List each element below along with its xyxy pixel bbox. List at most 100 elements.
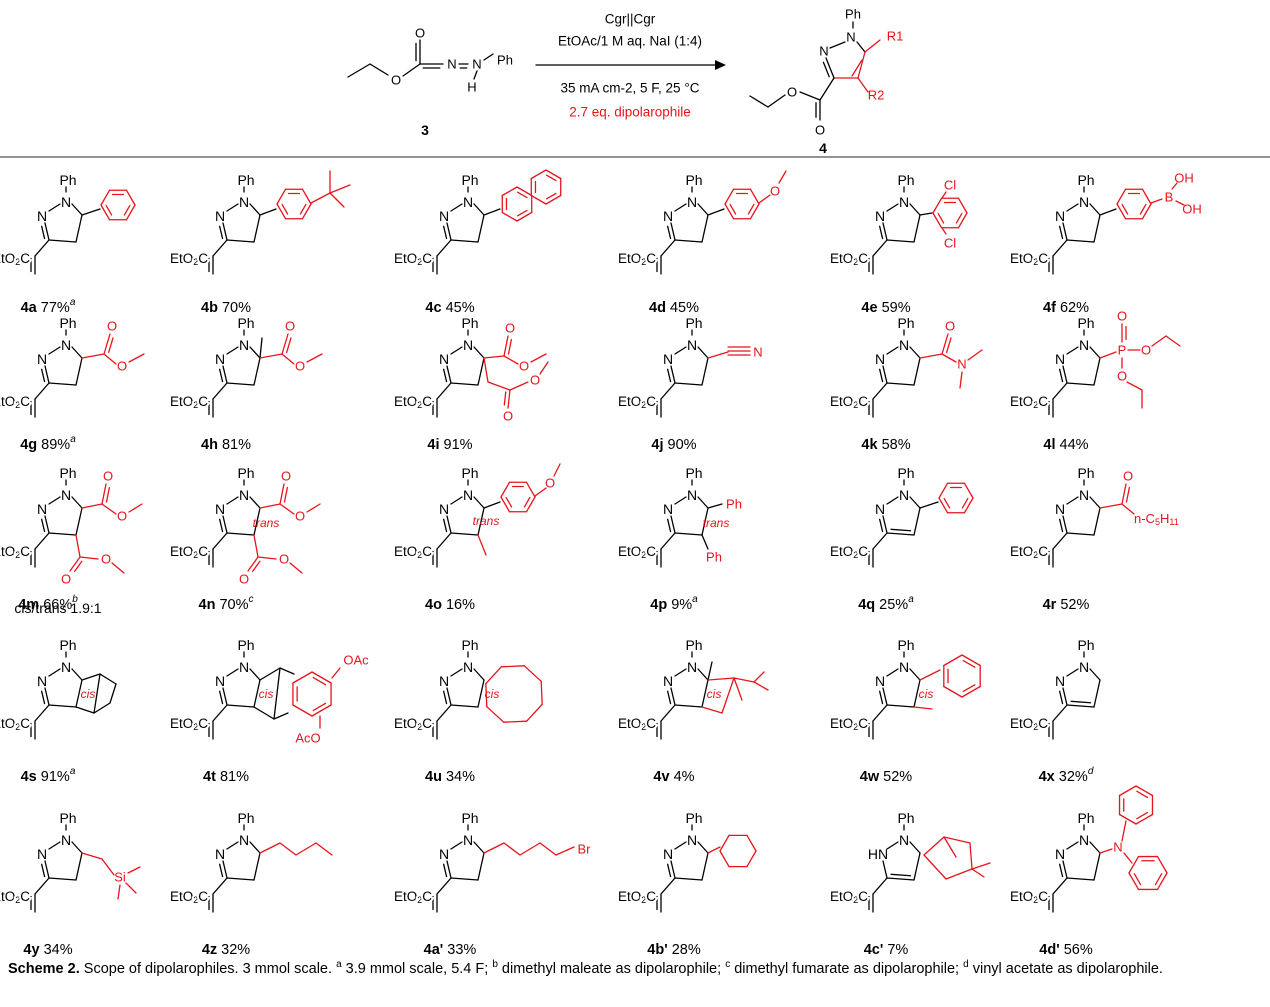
condition-electrodes: Cgr||Cgr: [605, 12, 656, 27]
bond: [555, 846, 575, 856]
n2-label: N: [439, 351, 449, 367]
bond: [670, 222, 676, 241]
bond: [212, 382, 228, 400]
bond: [477, 507, 485, 536]
ph-label: Ph: [59, 465, 76, 481]
bond: [516, 211, 533, 222]
bond: [347, 63, 371, 78]
bond: [99, 673, 117, 685]
ph-label: Ph: [59, 172, 76, 188]
double-bond: [74, 560, 83, 573]
bond: [222, 222, 228, 241]
n2-label: N: [439, 846, 449, 862]
double-bond: [283, 486, 289, 503]
compound-label: 4v 4%: [653, 769, 694, 785]
bond: [279, 503, 295, 515]
compound-label: 4b' 28%: [647, 942, 701, 958]
bond: [525, 496, 536, 513]
n2-label: N: [663, 673, 673, 689]
n2-label: N: [37, 673, 47, 689]
bond: [436, 239, 452, 257]
n2-label: N: [215, 351, 225, 367]
n1-label: N: [61, 487, 71, 503]
bond: [473, 668, 485, 681]
compound-label: 4a' 33%: [424, 942, 477, 958]
bond: [778, 170, 787, 184]
atom-label: O: [61, 572, 71, 587]
atom-label: N: [846, 30, 855, 45]
bond: [819, 77, 835, 101]
bond: [81, 852, 103, 860]
condition-current: 35 mA cm-2, 5 F, 25 °C: [561, 81, 700, 96]
bond: [530, 194, 547, 205]
bond: [331, 667, 341, 679]
double-bond: [41, 225, 46, 240]
bond: [857, 51, 866, 79]
bond: [660, 239, 676, 257]
bond: [943, 836, 957, 858]
bond: [799, 91, 821, 101]
bond: [1151, 335, 1167, 347]
bond: [125, 204, 136, 221]
bond: [212, 877, 228, 895]
n1-label: N: [463, 487, 473, 503]
ph-label: Ph: [461, 810, 478, 826]
ph-label: Ph: [1077, 315, 1094, 331]
bond: [111, 562, 125, 574]
n2-label: N: [1055, 208, 1065, 224]
atom-label: R2: [868, 88, 885, 103]
bond: [733, 677, 743, 701]
bond: [71, 668, 83, 681]
bond: [259, 667, 281, 681]
bond: [943, 836, 971, 844]
atom-label: N: [753, 345, 762, 360]
bond: [701, 507, 709, 536]
bond: [913, 706, 933, 710]
double-bond: [667, 518, 672, 533]
compound-label: 4y 34%: [23, 942, 72, 958]
atom-label: n-C5H11: [1134, 511, 1179, 528]
n1-label: N: [899, 194, 909, 210]
bond: [34, 382, 50, 400]
bond: [825, 57, 835, 79]
bond: [212, 239, 228, 257]
bond: [932, 197, 943, 214]
bond: [534, 487, 547, 497]
double-bond: [1125, 486, 1131, 503]
bond: [48, 346, 61, 355]
bond: [259, 208, 277, 216]
stereo-label: trans: [473, 514, 500, 528]
double-bond: [507, 338, 513, 355]
bond: [259, 842, 281, 854]
bond: [1121, 483, 1127, 505]
compound-label: 4d' 56%: [1039, 942, 1093, 958]
atom-label: N: [819, 44, 828, 59]
bond: [1128, 855, 1140, 874]
bond: [259, 337, 263, 359]
bond: [909, 668, 921, 681]
bond: [1093, 357, 1101, 386]
ring-double-bond: [937, 212, 945, 224]
bond: [660, 877, 676, 895]
ring-double-bond: [516, 209, 528, 217]
bond: [539, 842, 557, 856]
compound-label: 4k 58%: [861, 437, 910, 453]
bond: [253, 357, 261, 386]
bond: [48, 496, 61, 505]
bond: [545, 169, 562, 180]
bond: [1089, 203, 1101, 216]
o-label: O: [770, 184, 780, 199]
bond: [719, 850, 730, 868]
ph-label: Ph: [897, 315, 914, 331]
bond: [34, 877, 50, 895]
ester-label: EtO2C: [618, 544, 656, 561]
double-bond: [667, 225, 672, 240]
bond: [446, 687, 452, 706]
bond: [670, 687, 676, 706]
ester-label: EtO2C: [0, 889, 30, 906]
bond: [1089, 841, 1101, 854]
ester-label: EtO2C: [394, 251, 432, 268]
bond: [882, 860, 888, 879]
